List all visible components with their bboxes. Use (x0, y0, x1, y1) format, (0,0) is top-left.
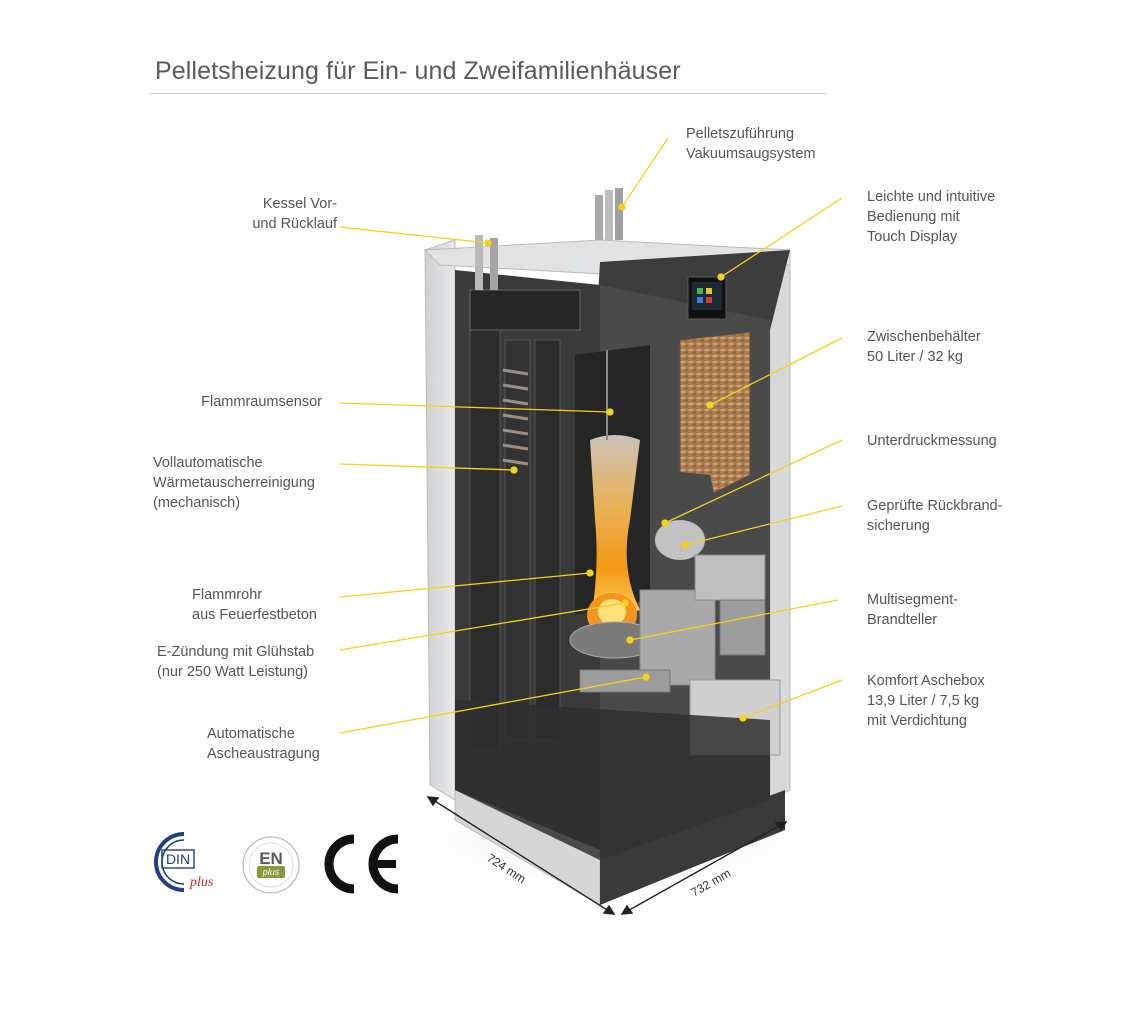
label-intermediate-container: Zwischenbehälter 50 Liter / 32 kg (867, 329, 981, 365)
label-ash-box: Komfort Aschebox 13,9 Liter / 7,5 kg mit… (867, 673, 985, 729)
pellet-hopper (679, 331, 751, 501)
label-negative-pressure: Unterdruckmessung (867, 433, 997, 449)
en-plus-text: plus (262, 867, 280, 877)
label-ash-removal: Automatische Ascheaustragung (207, 726, 320, 762)
din-text: DIN (166, 851, 190, 867)
label-pellet-feed: Pelletszuführung Vakuumsaugsystem (686, 126, 816, 162)
ce-mark: CE (324, 834, 399, 894)
leader-lines (339, 137, 843, 734)
label-flame-tube: Flammrohr aus Feuerfestbeton (192, 587, 317, 623)
label-burner-plate: Multisegment- Brandteller (867, 592, 959, 628)
label-touch-display: Leichte und intuitive Bedienung mit Touc… (867, 189, 996, 245)
en-text: EN (259, 849, 283, 868)
din-plus-badge: DIN plus (154, 832, 214, 892)
flame (590, 435, 640, 625)
label-heat-exchanger-cleaning: Vollautomatische Wärmetauscherreinigung … (153, 455, 315, 511)
dimension-arrows (426, 796, 788, 915)
label-ignition: E-Zündung mit Glühstab (nur 250 Watt Lei… (157, 644, 315, 680)
en-plus-badge: EN plus (242, 836, 300, 894)
page-title: Pelletsheizung für Ein- und Zweifamilien… (155, 57, 681, 85)
label-boiler-flow: Kessel Vor- und Rücklauf (252, 196, 337, 232)
label-burnback-protection: Geprüfte Rückbrand- sicherung (867, 498, 1003, 534)
title-divider (150, 93, 826, 94)
label-flame-sensor: Flammraumsensor (201, 394, 322, 410)
din-plus-text: plus (189, 875, 214, 890)
